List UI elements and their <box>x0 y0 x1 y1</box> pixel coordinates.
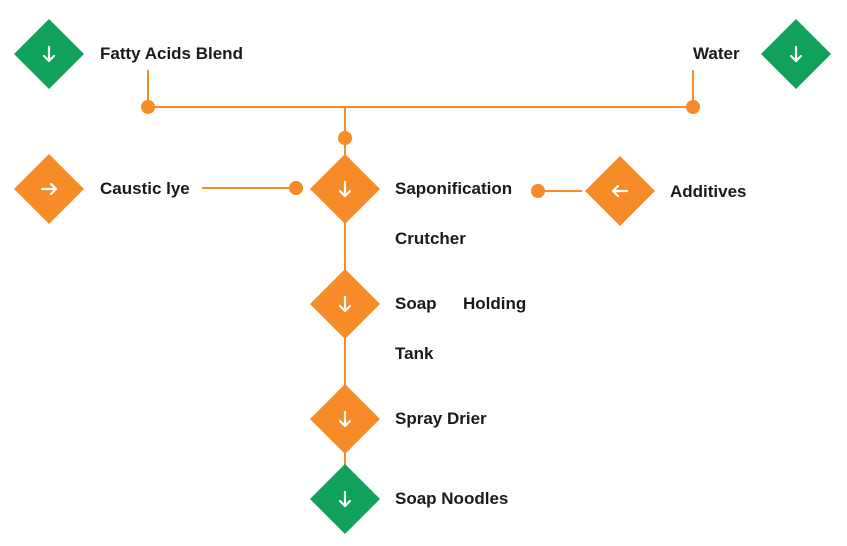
diamond-soap-noodles <box>310 464 380 534</box>
arrow-down-icon <box>42 45 56 63</box>
diamond-fatty-acids <box>14 19 84 89</box>
node-label-crutcher: Crutcher <box>395 229 466 248</box>
arrow-right-icon <box>40 182 58 196</box>
arrow-down-icon <box>338 180 352 198</box>
connector-dot-saponification-top <box>338 131 352 145</box>
node-label-water: Water <box>693 44 740 63</box>
diamond-additives <box>585 156 655 226</box>
arrow-down-icon <box>789 45 803 63</box>
node-label-fatty-acids-blend: Fatty Acids Blend <box>100 44 243 63</box>
connector-dot-additives <box>531 184 545 198</box>
connector-dot-caustic-lye <box>289 181 303 195</box>
node-label-holding: Holding <box>463 294 527 313</box>
diamond-soap-holding <box>310 269 380 339</box>
arrow-down-icon <box>338 410 352 428</box>
node-label-tank: Tank <box>395 344 434 363</box>
node-label-soap-noodles: Soap Noodles <box>395 489 509 508</box>
diamond-caustic-lye <box>14 154 84 224</box>
diamond-water <box>761 19 831 89</box>
connector-dot-fatty-acids <box>141 100 155 114</box>
connector-lines <box>147 70 694 468</box>
node-label-additives: Additives <box>670 182 747 201</box>
diamond-saponification <box>310 154 380 224</box>
node-label-caustic-lye: Caustic lye <box>100 179 190 198</box>
arrow-left-icon <box>611 184 629 198</box>
node-label-spray-drier: Spray Drier <box>395 409 487 428</box>
arrow-down-icon <box>338 490 352 508</box>
step-diamonds <box>14 19 831 534</box>
connector-dots <box>141 100 700 198</box>
diamond-spray-drier <box>310 384 380 454</box>
arrow-down-icon <box>338 295 352 313</box>
connector-dot-water <box>686 100 700 114</box>
node-label-soap: Soap <box>395 294 437 313</box>
node-label-saponification: Saponification <box>395 179 513 198</box>
